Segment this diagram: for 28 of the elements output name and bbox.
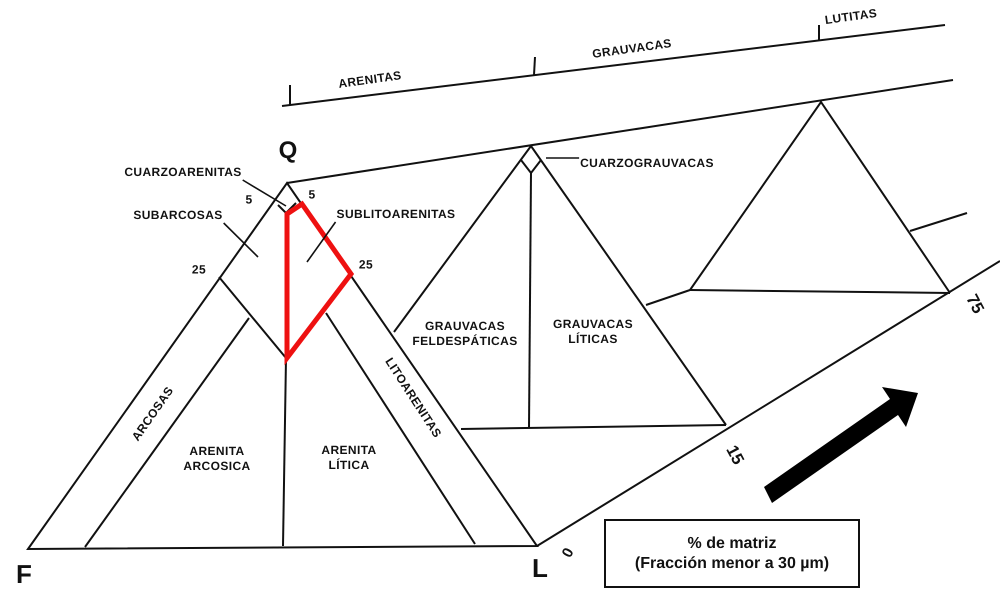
caption-text: % de matriz xyxy=(688,534,776,552)
diagram-label: GRAUVACAS LÍTICAS xyxy=(552,317,634,347)
diagram-label: ARENITA LÍTICA xyxy=(320,443,378,473)
caption-text: (Fracción menor a 30 µm) xyxy=(634,554,830,572)
leader-line xyxy=(242,179,286,207)
diagram-label: 25 xyxy=(192,262,206,278)
diagram-label: L xyxy=(532,552,548,584)
diagram-label: 75 xyxy=(961,290,989,318)
diagram-label: LUTITAS xyxy=(824,6,878,28)
axis-caption-box xyxy=(604,519,860,588)
diagram-label: 5 xyxy=(245,192,253,208)
diagram-label: 25 xyxy=(358,258,374,272)
diagram-label: 5 xyxy=(308,188,316,202)
diagram-label: 0 xyxy=(558,544,579,562)
diagram-label: Q xyxy=(278,136,298,166)
diagram-label: ARENITAS xyxy=(337,68,403,92)
diagram-label: 15 xyxy=(721,442,749,468)
diagram-label: GRAUVACAS xyxy=(591,36,673,62)
region-name: SUBLITOARENITAS xyxy=(336,207,456,221)
region-name: SUBARCOSAS xyxy=(133,208,223,222)
diagram-label: F xyxy=(16,558,32,589)
diagram-label: GRAUVACAS FELDESPÁTICAS xyxy=(411,319,519,349)
leader-line xyxy=(223,222,259,258)
region-name: CUARZOARENITAS xyxy=(124,165,242,179)
diagram-label: ARENITA ARCOSICA xyxy=(182,444,252,474)
leader-line xyxy=(306,222,336,262)
leader-line xyxy=(546,157,580,159)
region-name: CUARZOGRAUVACAS xyxy=(580,156,714,170)
